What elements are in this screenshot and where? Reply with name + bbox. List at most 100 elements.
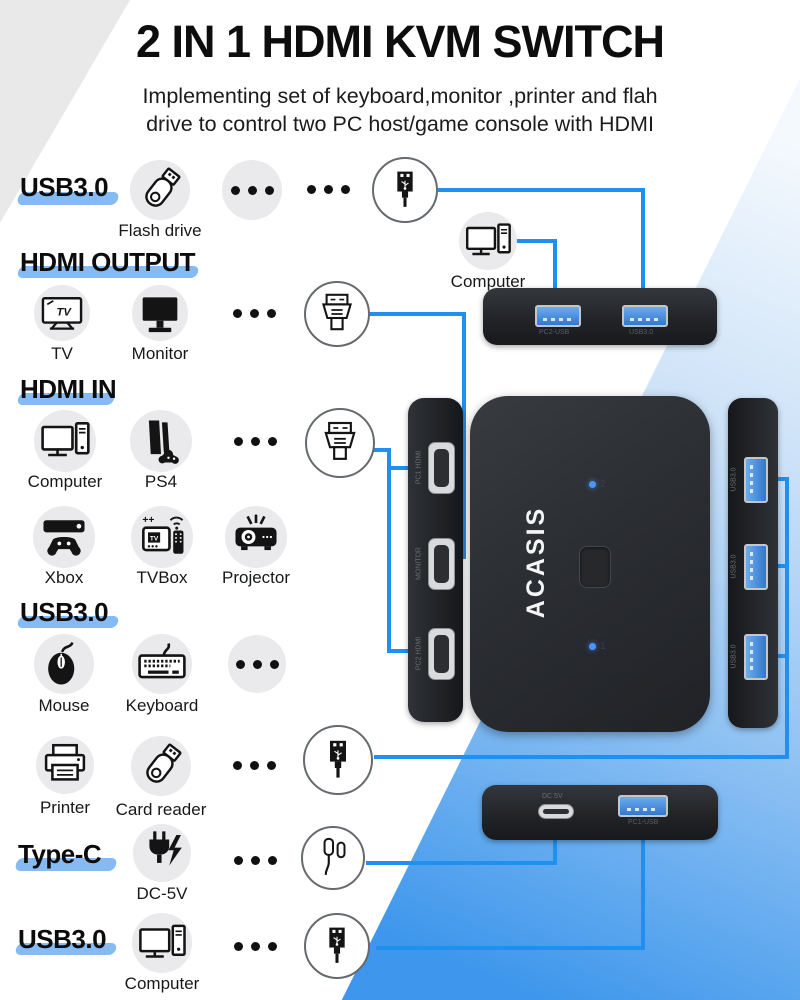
computer-usb-host-label: Computer (124, 974, 200, 993)
heading-usb-flash: USB3.0 (20, 172, 109, 202)
port-label-side-usb3: USB3.0 (730, 644, 738, 669)
port-label-pc2-usb: PC2-USB (539, 329, 570, 336)
line-computer-to-top-panel (516, 239, 557, 243)
typec-port (538, 804, 574, 819)
led-label-1: 1 (600, 641, 606, 652)
hdmi-port-pc2 (428, 628, 455, 680)
line-hdmiin-stub-pc1 (387, 466, 415, 470)
heading-usb-peripherals: USB3.0 (20, 597, 109, 627)
line-typec-v (553, 826, 557, 865)
usb-port-side-1 (744, 457, 768, 503)
subtitle-line-2: drive to control two PC host/game consol… (146, 112, 654, 136)
power-plug-circle (133, 824, 191, 882)
brand-logo: ACASIS (522, 505, 550, 619)
hdmi-connector-circle (304, 281, 370, 347)
usb-side-panel: USB3.0 USB3.0 USB3.0 (728, 398, 778, 728)
port-label-pc2-hdmi: PC2 HDMI (415, 636, 423, 671)
ellipsis-icon (234, 942, 277, 951)
heading-type-c: Type-C (18, 839, 102, 869)
mouse-circle (34, 634, 94, 694)
computer-circle (34, 410, 96, 472)
tv-label: TV (51, 344, 73, 363)
ellipsis-circle (222, 160, 282, 220)
usb-port-side-2 (744, 544, 768, 590)
port-label-side-usb2: USB3.0 (730, 554, 738, 579)
page-subtitle: Implementing set of keyboard,monitor ,pr… (0, 82, 800, 138)
hdmi-plug-icon (315, 418, 365, 468)
hdmi-side-panel: PC1 HDMI MONITOR PC2 HDMI (408, 398, 463, 722)
monitor-circle (132, 285, 188, 341)
page-title: 2 IN 1 HDMI KVM SWITCH (135, 16, 665, 67)
port-label-usb30: USB3.0 (629, 329, 654, 336)
top-usb-panel: PC2-USB USB3.0 (483, 288, 717, 345)
ellipsis-icon (230, 185, 274, 195)
line-hdmiin-h (371, 448, 391, 452)
line-usbbus-v (785, 477, 789, 759)
projector-label: Projector (221, 568, 291, 587)
ellipsis-circle (228, 635, 286, 693)
flash-drive-icon (132, 162, 188, 218)
svg-text:TV: TV (150, 535, 159, 542)
ellipsis-icon (233, 309, 276, 318)
port-label-dc5v: DC 5V (542, 793, 563, 800)
flash-drive-label: Flash drive (118, 221, 202, 240)
port-label-monitor: MONITOR (415, 547, 423, 580)
switch-button[interactable] (579, 546, 611, 588)
ellipsis-icon (233, 761, 276, 770)
usb-port-pc2 (535, 305, 581, 327)
computer-hdmi-in-label: Computer (27, 472, 103, 491)
svg-text:++: ++ (142, 515, 154, 526)
heading-usb-host: USB3.0 (18, 924, 107, 954)
hdmi-port-pc1 (428, 442, 455, 494)
projector-circle (225, 506, 287, 568)
card-reader-circle (131, 736, 191, 796)
computer-icon (37, 413, 93, 469)
tv-icon: TV (36, 287, 88, 339)
tv-circle: TV (34, 285, 90, 341)
heading-hdmi-output: HDMI OUTPUT (20, 247, 196, 277)
computer-icon (462, 215, 514, 267)
usb-plug-icon (314, 736, 362, 784)
printer-icon (38, 738, 92, 792)
subtitle-line-1: Implementing set of keyboard,monitor ,pr… (142, 84, 658, 108)
hdmi-plug-icon (313, 290, 361, 338)
line-hdmiin-stub-pc2 (387, 649, 415, 653)
usb-port-side-3 (744, 634, 768, 680)
ps4-icon (133, 413, 189, 469)
card-reader-label: Card reader (115, 800, 207, 819)
ellipsis-icon (307, 185, 350, 194)
led-indicator-1 (589, 643, 596, 650)
usb-port-usb30 (622, 305, 668, 327)
line-flashusb-to-top-panel (438, 188, 643, 192)
keyboard-label: Keyboard (125, 696, 199, 715)
computer-top-label: Computer (450, 272, 526, 291)
xbox-circle (33, 506, 95, 568)
computer-circle (459, 212, 517, 270)
line-hostusb-v (641, 826, 645, 950)
port-label-pc1-usb: PC1-USB (628, 819, 659, 826)
typec-plug-icon (310, 835, 356, 881)
usb-port-pc1 (618, 795, 668, 817)
typec-connector-circle (301, 826, 365, 890)
hdmi-port-monitor (428, 538, 455, 590)
power-plug-bolt-icon (135, 826, 189, 880)
keyboard-circle (132, 634, 192, 694)
usb-connector-circle (304, 913, 370, 979)
led-label-2: 2 (600, 479, 606, 490)
tvbox-circle: ++ TV (131, 506, 193, 568)
monitor-label: Monitor (131, 344, 189, 363)
ellipsis-icon (234, 856, 277, 865)
xbox-icon (36, 509, 92, 565)
flash-drive-circle (130, 160, 190, 220)
printer-circle (36, 736, 94, 794)
line-computer-to-top-panel-v (553, 239, 557, 306)
card-reader-icon (133, 738, 189, 794)
line-usbbus-h (374, 755, 789, 759)
monitor-icon (134, 287, 186, 339)
projector-icon (228, 509, 284, 565)
printer-label: Printer (39, 798, 91, 817)
port-label-pc1-hdmi: PC1 HDMI (415, 450, 423, 485)
ellipsis-icon (234, 437, 277, 446)
usb-plug-icon (382, 167, 428, 213)
